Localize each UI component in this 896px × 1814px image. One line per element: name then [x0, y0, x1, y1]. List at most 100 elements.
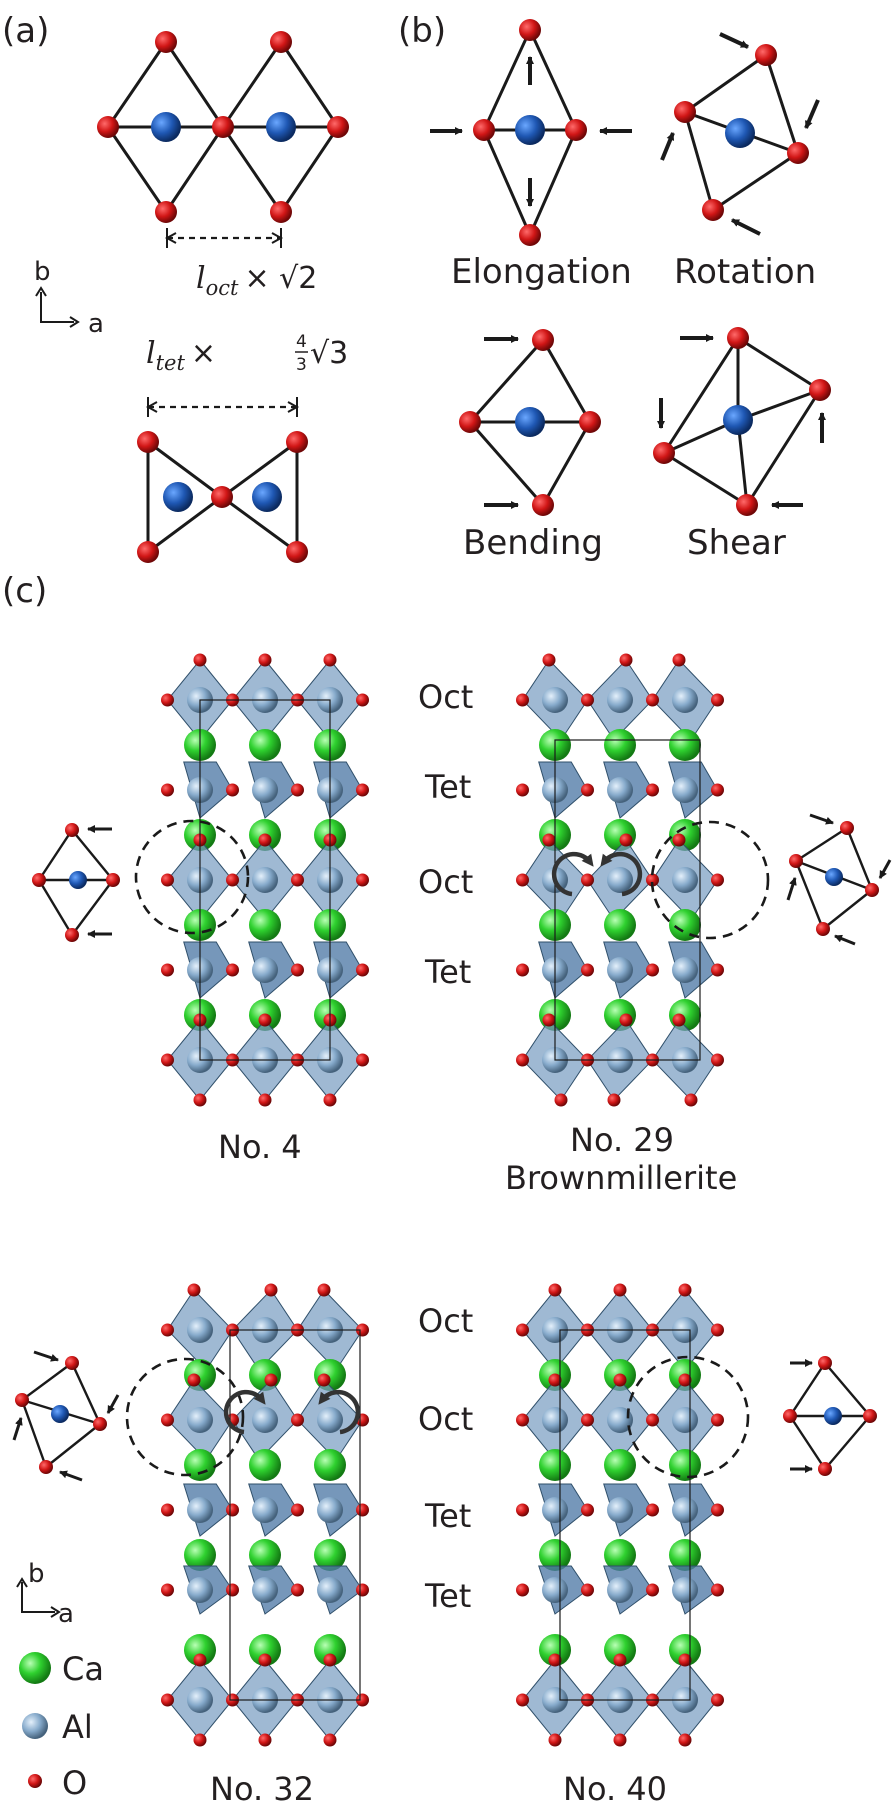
highlight-circle	[650, 820, 770, 940]
oxygen-atom	[187, 1373, 201, 1387]
calcium-atom	[314, 1449, 346, 1481]
structure-name: No. 40	[563, 1770, 667, 1808]
oxygen-atom	[646, 1503, 659, 1517]
calcium-atom	[604, 1634, 636, 1666]
legend-label: Al	[62, 1708, 93, 1746]
oxygen-atom	[711, 1053, 724, 1067]
svg-text:a: a	[88, 309, 104, 339]
oxygen-atom	[323, 1093, 337, 1107]
aluminum-atom	[187, 1577, 213, 1603]
oxygen-atom	[581, 1503, 594, 1517]
oxygen-atom	[291, 1413, 304, 1427]
layer-labels-bottom: Oct Oct Tet Tet	[418, 1302, 473, 1615]
oxygen-atom	[161, 783, 174, 797]
elongation-label: Elongation	[451, 252, 632, 292]
structure-no40	[516, 1283, 750, 1747]
aluminum-atom	[607, 1577, 633, 1603]
oxygen-atom	[711, 783, 724, 797]
oxygen-atom	[516, 873, 529, 887]
aluminum-atom	[317, 1577, 343, 1603]
aluminum-atom	[187, 1497, 213, 1523]
svg-text:b: b	[28, 1559, 45, 1589]
crystal-structures	[125, 653, 770, 1747]
oxygen-atom	[646, 783, 659, 797]
calcium-atom	[539, 1634, 571, 1666]
oxygen-atom	[554, 1093, 568, 1107]
oxygen-atoms	[97, 31, 349, 223]
oxygen-atom	[613, 1283, 627, 1297]
calcium-atom	[539, 1449, 571, 1481]
unit-cell	[229, 1329, 361, 1701]
oxygen-atom	[581, 963, 594, 977]
oxygen-atom	[356, 693, 369, 707]
oxygen-atom	[317, 1373, 331, 1387]
panel-c-label: (c)	[2, 571, 47, 611]
oxygen-atom	[356, 1053, 369, 1067]
oxygen-atom	[161, 693, 174, 707]
shear-label: Shear	[687, 523, 786, 563]
oxygen-atom	[356, 1693, 369, 1707]
svg-text:b: b	[34, 257, 51, 287]
tet-fraction-numerator: 4	[296, 332, 307, 352]
distortion-rotation: Rotation	[660, 32, 820, 292]
aluminum-atom	[542, 1407, 568, 1433]
layer-label: Oct	[418, 863, 473, 901]
calcium-atom	[669, 729, 701, 761]
layer-label: Tet	[424, 768, 471, 806]
oxygen-atom	[264, 1373, 278, 1387]
oxygen-atom	[619, 1013, 633, 1027]
oxygen-atom	[711, 1503, 724, 1517]
oxygen-atom	[226, 783, 239, 797]
oxygen-atom	[161, 1323, 174, 1337]
structure-name: No. 32	[210, 1770, 314, 1808]
structure-no32	[125, 1283, 369, 1747]
panel-a-octahedra: loct× √2	[97, 31, 349, 300]
highlight-circle	[134, 819, 250, 935]
structure-no29	[516, 653, 770, 1107]
calcium-atom	[604, 729, 636, 761]
aluminum-atom	[672, 687, 698, 713]
oxygen-atom	[161, 873, 174, 887]
legend-label: O	[62, 1764, 87, 1802]
oxygen-atom	[258, 1733, 272, 1747]
oct-length-formula: loct× √2	[196, 261, 317, 300]
aluminum-atom	[187, 1407, 213, 1433]
unit-cell	[554, 739, 701, 1061]
distortion-elongation: Elongation	[430, 19, 632, 292]
tet-fraction-denominator: 3	[296, 355, 307, 375]
oxygen-atom	[672, 833, 686, 847]
oxygen-atom	[323, 1733, 337, 1747]
calcium-atom	[249, 1449, 281, 1481]
oxygen-atom	[516, 1413, 529, 1427]
oxygen-atom	[356, 873, 369, 887]
oxygen-atom	[548, 1373, 562, 1387]
side-octa-no40	[783, 1356, 877, 1476]
oxygen-atom	[356, 1583, 369, 1597]
highlight-circle	[125, 1357, 245, 1477]
oxygen-atom	[193, 1653, 207, 1667]
oxygen-atom	[711, 1323, 724, 1337]
oxygen-atom	[711, 693, 724, 707]
oxygen-atom	[317, 1283, 331, 1297]
oxygen-atom	[711, 963, 724, 977]
rotation-arrow	[318, 1389, 361, 1435]
aluminum-atom	[252, 1497, 278, 1523]
layer-label: Tet	[424, 1497, 471, 1535]
oxygen-atom	[258, 653, 272, 667]
oxygen-atom	[613, 1653, 627, 1667]
oxygen-swatch	[28, 1774, 42, 1788]
aluminum-atom	[252, 957, 278, 983]
layer-label: Tet	[424, 953, 471, 991]
layer-label: Oct	[418, 1400, 473, 1438]
tet-length-formula: ltet×	[146, 336, 216, 375]
oxygen-atom	[516, 1583, 529, 1597]
calcium-atom	[539, 1539, 571, 1571]
layer-label: Tet	[424, 1577, 471, 1615]
axis-indicator-top: b a	[34, 257, 104, 339]
oxygen-atom	[672, 1013, 686, 1027]
aluminum-atom	[672, 1407, 698, 1433]
oxygen-atom	[646, 693, 659, 707]
axis-indicator-bottom: b a	[16, 1559, 74, 1629]
rotation-arrow	[600, 851, 643, 897]
distortion-bending: Bending	[459, 329, 603, 563]
